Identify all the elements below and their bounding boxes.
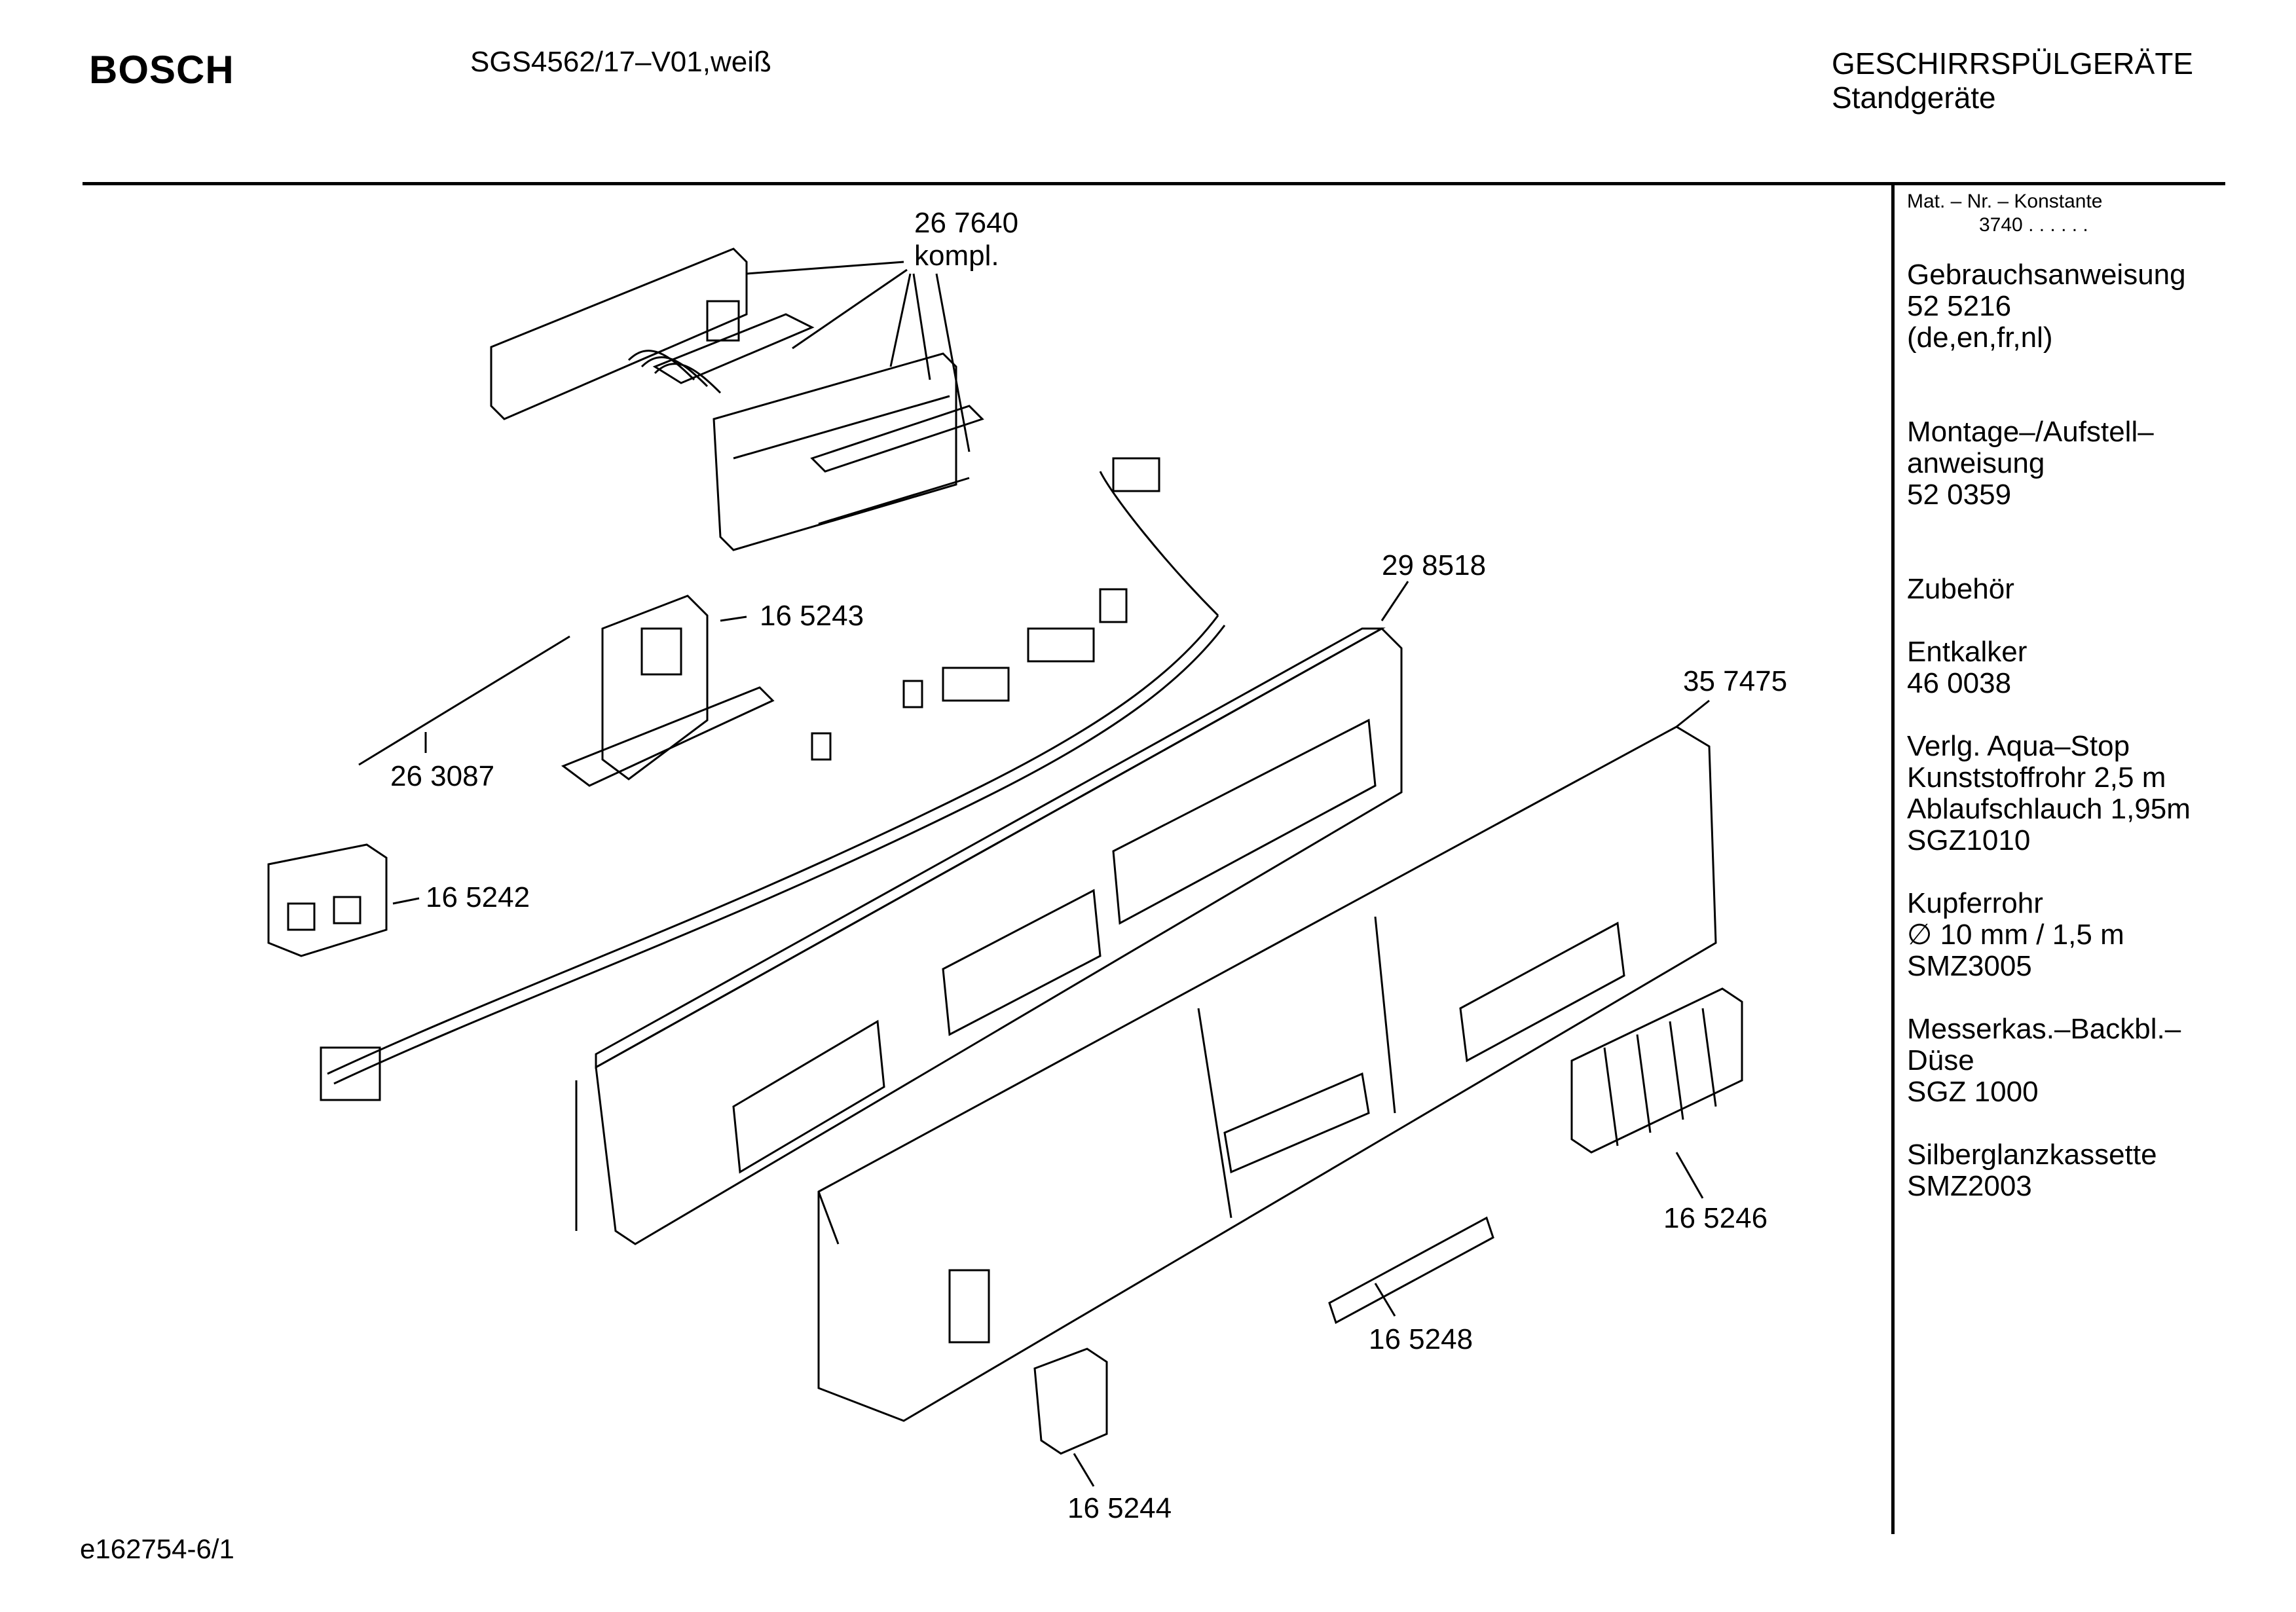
leader-line: [1675, 1152, 1704, 1199]
sidebar-line: Kunststoffrohr 2,5 m: [1907, 761, 2166, 794]
model-number: SGS4562/17–V01,weiß: [470, 46, 771, 78]
sidebar: Mat. – Nr. – Konstante 3740 . . . . . . …: [1907, 190, 2234, 1202]
sidebar-line: Ablaufschlauch 1,95m: [1907, 793, 2191, 825]
leader-line: [792, 268, 908, 350]
leader-line: [1676, 699, 1710, 728]
part-label: 16 5246: [1663, 1202, 1768, 1234]
leader-line: [720, 615, 747, 622]
sidebar-line: Gebrauchsanweisung: [1907, 259, 2186, 291]
category-subtitle: Standgeräte: [1832, 81, 1996, 115]
part-label: 26 7640: [914, 207, 1018, 239]
part-label: 16 5244: [1067, 1492, 1172, 1524]
sidebar-block: Messerkas.–Backbl.– Düse SGZ 1000: [1907, 1014, 2234, 1108]
leader-line: [1073, 1453, 1095, 1487]
part-label: 29 8518: [1382, 549, 1486, 581]
sidebar-line: Silberglanzkassette: [1907, 1139, 2157, 1171]
cable-harness-part: [320, 457, 1226, 1101]
knob-part: [1033, 1347, 1108, 1455]
leader-line: [1374, 1283, 1396, 1317]
sidebar-block: Gebrauchsanweisung 52 5216 (de,en,fr,nl): [1907, 259, 2234, 354]
switch-part: [267, 843, 388, 957]
brand-logo: BOSCH: [89, 48, 234, 92]
part-label: 16 5248: [1369, 1323, 1473, 1355]
sidebar-line: Düse: [1907, 1044, 1974, 1076]
trim-strip-part: [1328, 1216, 1494, 1325]
sidebar-line: SGZ1010: [1907, 824, 2031, 856]
sidebar-line: 52 5216: [1907, 290, 2012, 322]
sidebar-line: SMZ3005: [1907, 950, 2032, 982]
leader-line: [935, 273, 971, 452]
category-title: GESCHIRRSPÜLGERÄTE: [1832, 46, 2194, 81]
sidebar-block: Montage–/Aufstell– anweisung 52 0359: [1907, 416, 2234, 511]
sidebar-line: Zubehör: [1907, 573, 2014, 605]
part-label-note: kompl.: [914, 240, 999, 272]
mat-value: 3740 . . . . . .: [1979, 214, 2088, 236]
mat-label: Mat. – Nr. – Konstante: [1907, 191, 2103, 212]
sidebar-line: Messerkas.–Backbl.–: [1907, 1013, 2181, 1045]
part-label: 26 3087: [390, 760, 494, 792]
sidebar-line: 52 0359: [1907, 479, 2012, 511]
sidebar-line: Kupferrohr: [1907, 887, 2043, 919]
leader-line: [392, 897, 420, 905]
control-module-part: [490, 247, 984, 551]
document-code: e162754-6/1: [80, 1533, 234, 1564]
sidebar-divider: [1891, 183, 1895, 1534]
sidebar-block: Verlg. Aqua–Stop Kunststoffrohr 2,5 m Ab…: [1907, 731, 2234, 856]
sidebar-block: Zubehör: [1907, 574, 2234, 605]
leader-line: [889, 273, 912, 367]
part-label: 35 7475: [1683, 665, 1787, 697]
sidebar-line: Montage–/Aufstell–: [1907, 416, 2154, 448]
sidebar-block: Kupferrohr ∅ 10 mm / 1,5 m SMZ3005: [1907, 888, 2234, 982]
sidebar-line: (de,en,fr,nl): [1907, 321, 2053, 354]
sidebar-line: SGZ 1000: [1907, 1076, 2039, 1108]
button-set-part: [1570, 987, 1743, 1154]
sidebar-line: anweisung: [1907, 447, 2045, 479]
part-label: 16 5242: [426, 881, 530, 913]
sidebar-line: SMZ2003: [1907, 1170, 2032, 1202]
sidebar-block: Entkalker 46 0038: [1907, 636, 2234, 699]
sidebar-line: Verlg. Aqua–Stop: [1907, 730, 2130, 762]
header-divider: [83, 182, 2225, 185]
sidebar-line: Entkalker: [1907, 636, 2028, 668]
frame-part: [575, 627, 1403, 1245]
exploded-parts-diagram: 26 7640 kompl. 16 5243 26 3087 16 5242: [267, 207, 1787, 1524]
rod-part: [358, 635, 570, 766]
sidebar-line: 46 0038: [1907, 667, 2012, 699]
bracket-part: [561, 595, 775, 787]
front-panel-part: [817, 725, 1717, 1422]
leader-line: [1380, 581, 1409, 621]
sidebar-block: Silberglanzkassette SMZ2003: [1907, 1139, 2234, 1202]
sidebar-line: ∅ 10 mm / 1,5 m: [1907, 919, 2124, 951]
part-label: 16 5243: [760, 600, 864, 632]
leader-line: [746, 261, 904, 275]
leader-line: [912, 273, 931, 380]
